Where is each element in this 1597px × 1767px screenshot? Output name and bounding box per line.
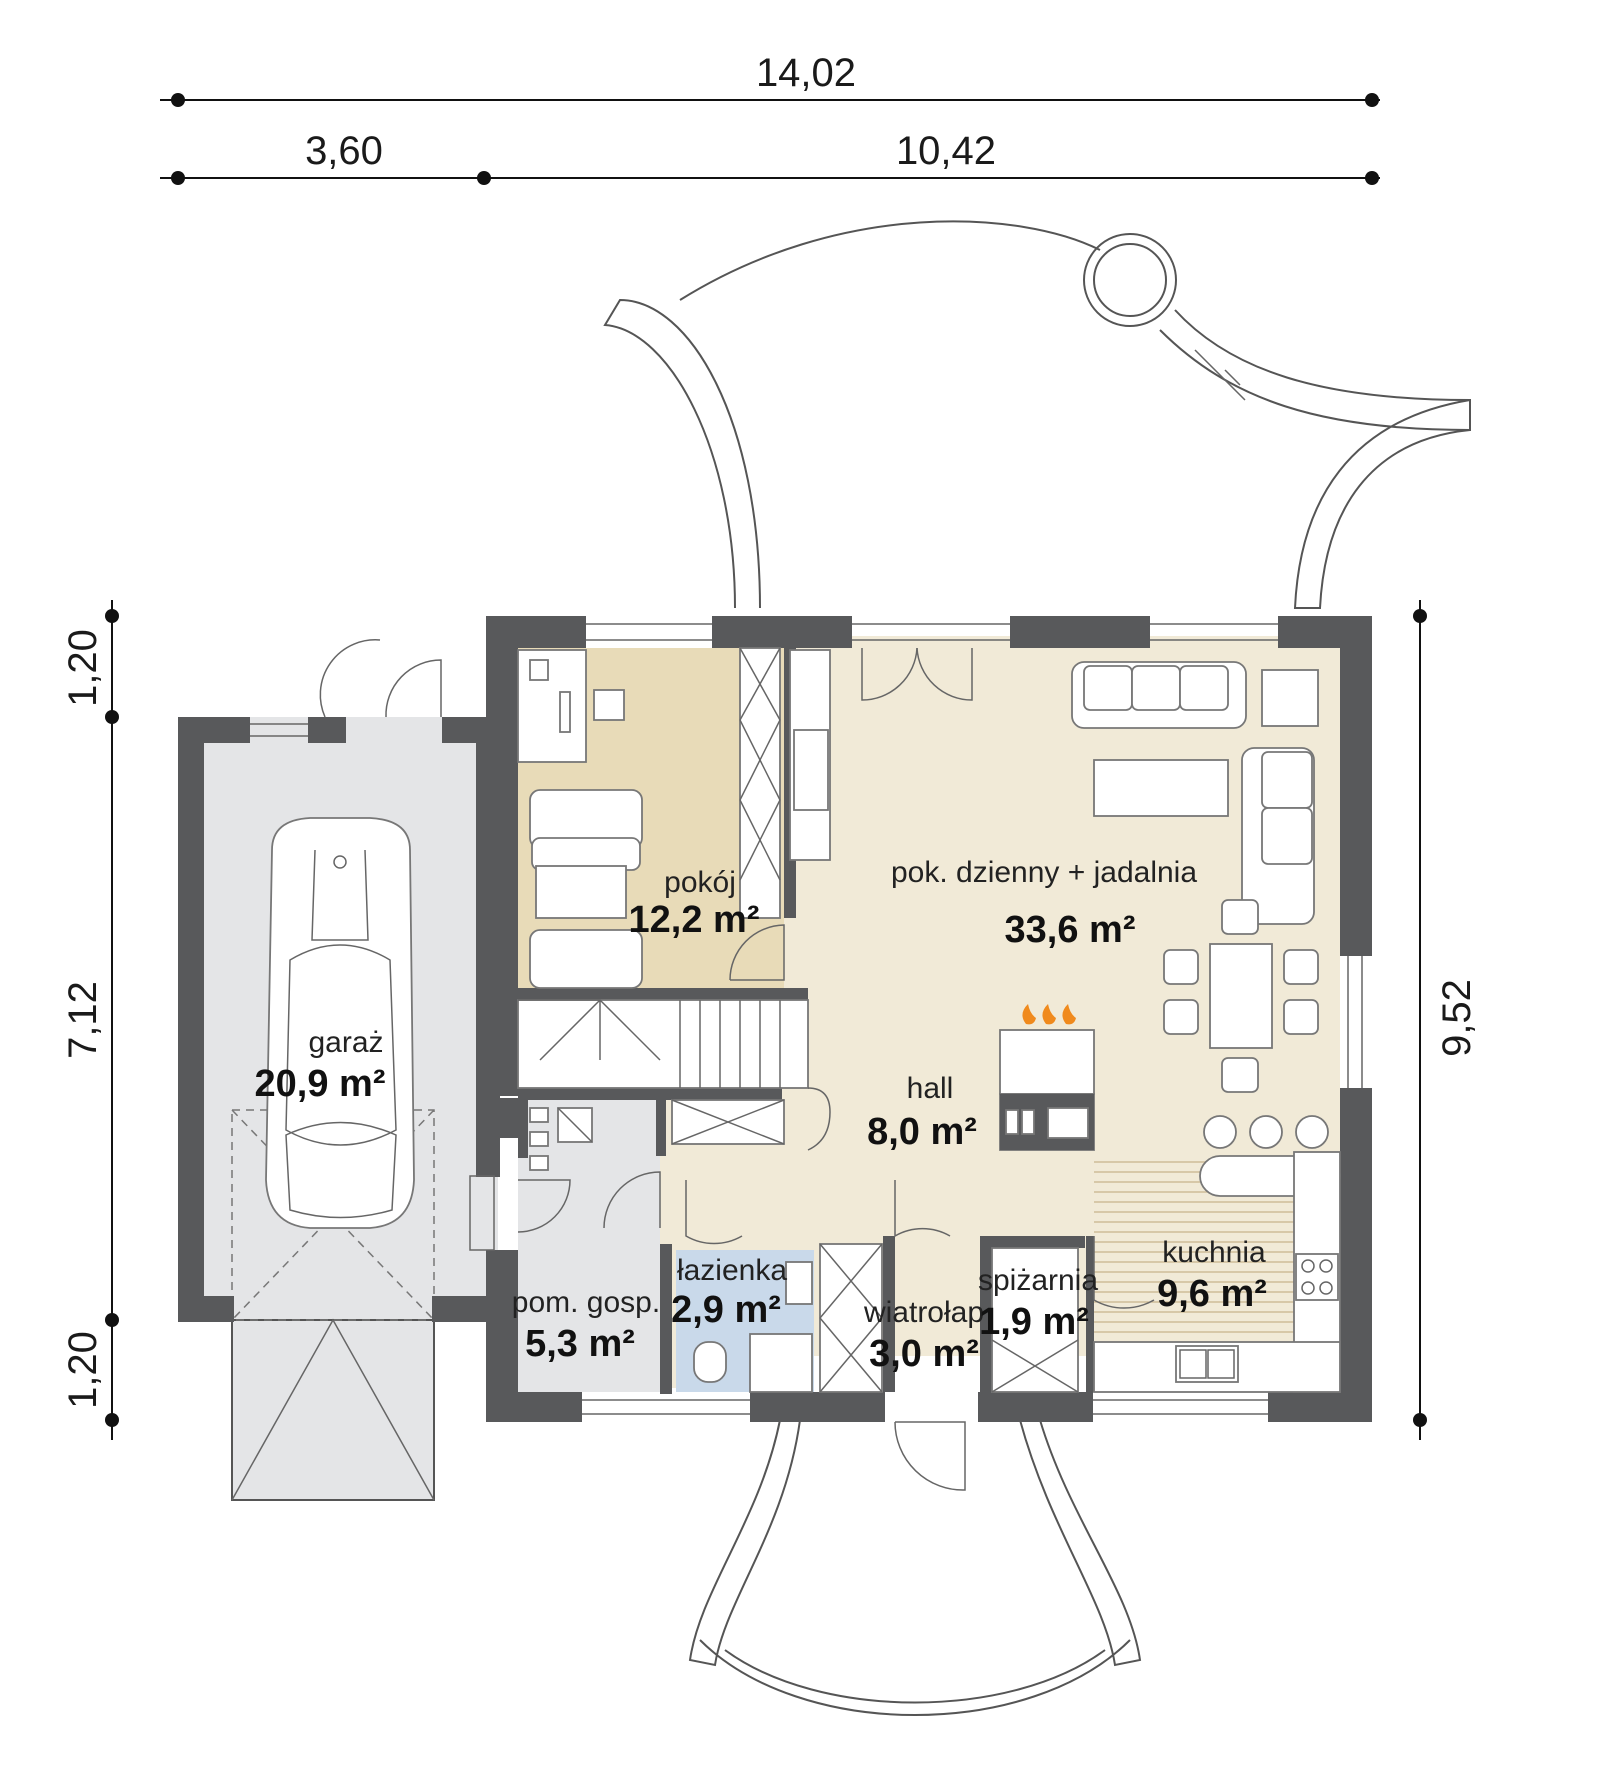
room-pomgosp-area: 5,3 m² <box>525 1323 635 1365</box>
room-pokoj-name: pokój <box>664 866 736 899</box>
room-dzienny-name: pok. dzienny + jadalnia <box>891 856 1197 889</box>
kitchen-furniture <box>1093 1151 1341 1393</box>
dim-right-total: 9,52 <box>1435 979 1479 1057</box>
room-wiatrolap-name: wiatrołap <box>863 1296 984 1329</box>
room-pomgosp-name: pom. gosp. <box>512 1286 660 1319</box>
living-furniture <box>999 661 1341 1197</box>
stairs <box>517 998 831 1151</box>
car-icon <box>265 817 415 1229</box>
dim-left-mid: 7,12 <box>61 981 105 1059</box>
room-garaz-area: 20,9 m² <box>255 1063 386 1105</box>
room-pokoj-area: 12,2 m² <box>629 899 760 941</box>
pokoj-furniture <box>517 647 831 989</box>
terrace-bottom <box>688 1419 1142 1716</box>
room-hall-name: hall <box>907 1072 954 1105</box>
utility-furniture <box>529 1107 593 1171</box>
dim-left-bottom: 1,20 <box>61 1331 105 1409</box>
pantry-furniture <box>991 1247 1079 1393</box>
room-lazienka-name: łazienka <box>677 1254 787 1287</box>
room-garaz-name: garaż <box>308 1026 383 1059</box>
room-kuchnia-name: kuchnia <box>1162 1236 1266 1269</box>
room-kuchnia-area: 9,6 m² <box>1157 1273 1267 1315</box>
windows <box>250 623 1363 1415</box>
walls <box>178 616 1372 1422</box>
dimension-lines <box>105 93 1427 1440</box>
terrace-top <box>603 220 1471 609</box>
doors <box>319 639 1155 1491</box>
driveway <box>232 1320 434 1500</box>
room-wiatrolap-area: 3,0 m² <box>869 1333 979 1375</box>
dim-top-right: 10,42 <box>896 129 996 173</box>
room-dzienny-area: 33,6 m² <box>1005 909 1136 951</box>
dim-top-left: 3,60 <box>305 129 383 173</box>
bathroom-furniture <box>693 1243 883 1393</box>
room-hall-area: 8,0 m² <box>867 1111 977 1153</box>
room-lazienka-area: 2,9 m² <box>671 1289 781 1331</box>
dim-top-total: 14,02 <box>756 51 856 95</box>
room-spizarnia-area: 1,9 m² <box>979 1301 1089 1343</box>
dim-left-top: 1,20 <box>61 629 105 707</box>
room-spizarnia-name: spiżarnia <box>978 1264 1098 1297</box>
pomgosp-floor <box>518 1098 660 1392</box>
fireplace-flame-icon <box>1022 1004 1076 1025</box>
